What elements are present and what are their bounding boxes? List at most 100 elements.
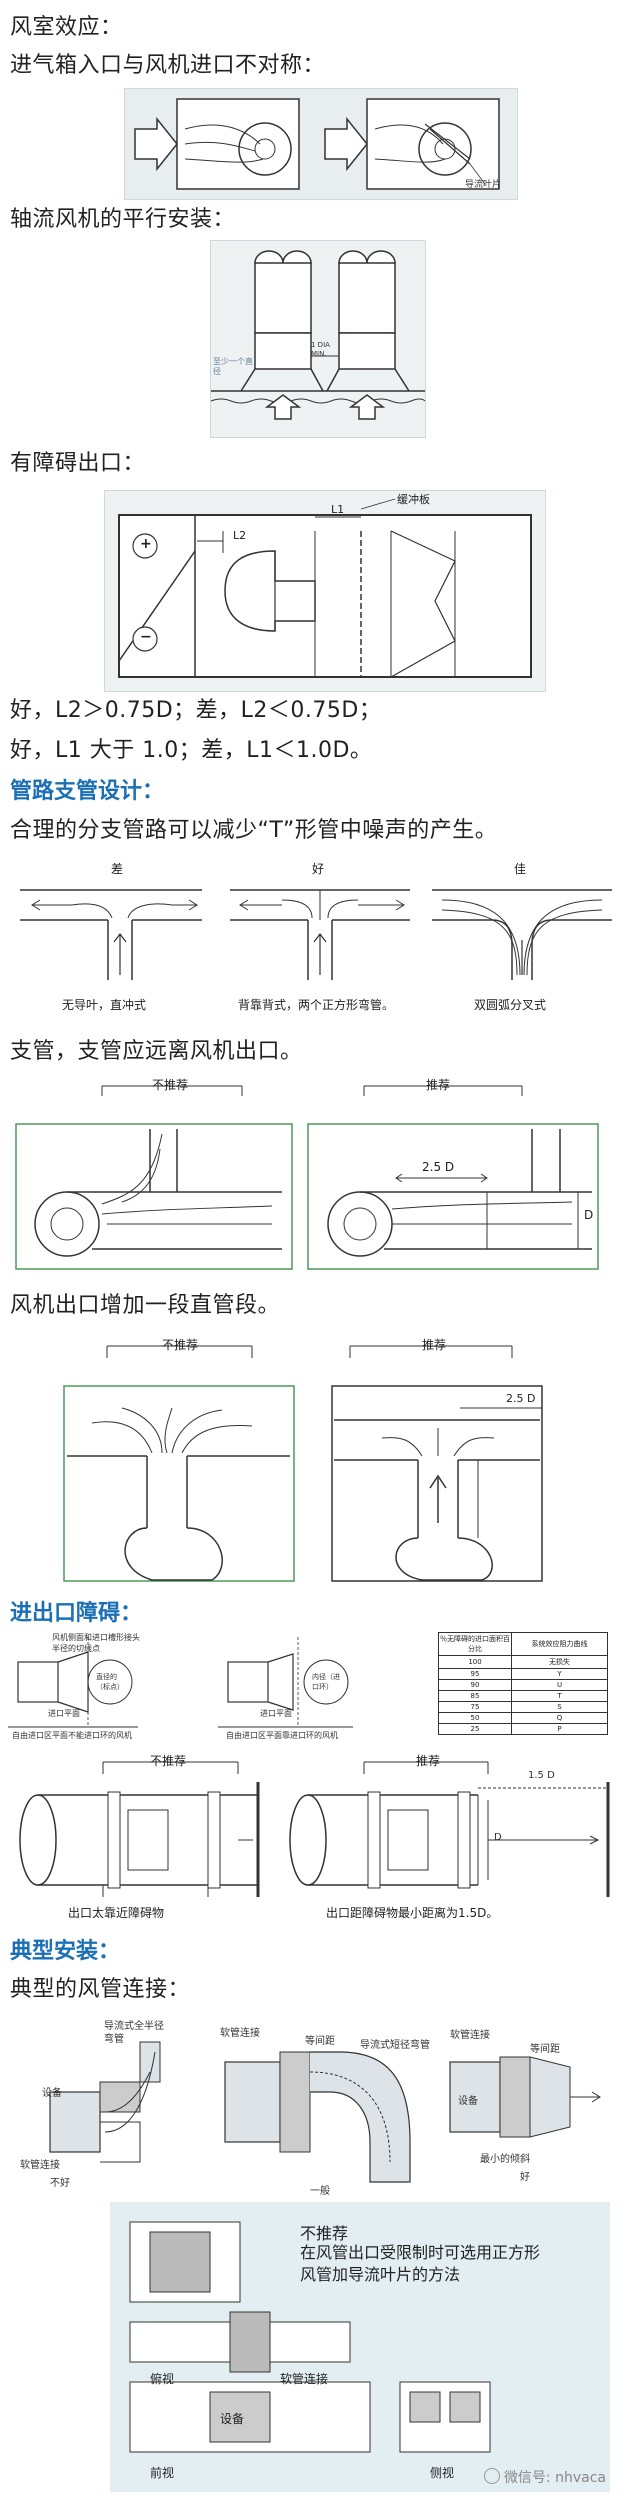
bad-label-typical: 不好: [50, 2178, 70, 2189]
axial-bad-label: 不推荐: [150, 1754, 187, 1768]
bottom-title-2: 在风管出口受限制时可选用正方形风管加导流叶片的方法: [300, 2243, 541, 2284]
typical-duct-text: 典型的风管连接：: [10, 1977, 191, 2002]
table-cell-curve: P: [511, 1723, 608, 1735]
soft-label-mid: 软管连接: [220, 2028, 260, 2039]
minus-sign: −: [140, 629, 152, 645]
l2-label: L2: [233, 529, 247, 542]
bottom-figure: 不推荐 在风管出口受限制时可选用正方形风管加导流叶片的方法 俯视 软管连接 设备…: [110, 2202, 610, 2492]
inlet-left-note: 风机侧面和进口槽形接头半径的切线点: [52, 1633, 140, 1653]
straight-drawing: [63, 1345, 543, 1582]
side-view-label: 侧视: [430, 2466, 455, 2480]
heading-fan-room: 风室效应：: [10, 15, 123, 40]
tee-caption-good: 背靠背式，两个正方形弯管。: [238, 998, 395, 1012]
branch-good-label: 推荐: [426, 1078, 451, 1092]
tee-title-best: 佳: [514, 862, 527, 876]
bottom-soft-label: 软管连接: [280, 2372, 329, 2386]
axial-obstacle-drawing: [19, 1761, 610, 1897]
straight-figure: 不推荐 推荐 2.5 D: [12, 1328, 612, 1588]
heading-axial-parallel: 轴流风机的平行安装：: [10, 207, 236, 232]
plus-sign: +: [140, 536, 152, 552]
table-cell-area: 90: [438, 1679, 512, 1691]
heading-branch-design: 管路支管设计：: [10, 779, 165, 804]
buffer-plate-label: 缓冲板: [397, 493, 430, 506]
axial-good-label: 推荐: [416, 1754, 441, 1768]
straight-bad-label: 不推荐: [162, 1338, 199, 1352]
axial-note: 至少一个直径: [213, 357, 253, 376]
inlet-mid-caption: 自由进口区平面靠进口环的风机: [226, 1731, 338, 1740]
soft-label-right: 软管连接: [450, 2030, 490, 2041]
axial-bad-caption: 出口太靠近障碍物: [68, 1906, 165, 1920]
table-cell-curve: S: [511, 1701, 608, 1713]
tee-drawing: [20, 889, 612, 980]
tee-caption-best: 双圆弧分叉式: [474, 998, 547, 1012]
table-cell-area: 50: [438, 1712, 512, 1724]
watermark: 微信号: nhvaca: [483, 2467, 606, 2487]
axial-dim: 1 DIA MIN.: [311, 341, 330, 358]
typical-drawing: [49, 2041, 601, 2183]
axial-obstacle-figure: 不推荐 推荐 1.5 D D 出口太靠近障碍物 出口距障碍物最小距离为1.5D。: [8, 1752, 618, 1922]
heading-typical-install: 典型安装：: [10, 1939, 121, 1964]
inlet-asym-figure: 导流叶片: [124, 88, 518, 200]
equip-label-left: 设备: [42, 2088, 62, 2099]
inlet-obstacle-figure: 风机侧面和进口槽形接头半径的切线点 直径的（标点） 进口平面 自由进口区平面不能…: [8, 1632, 618, 1742]
good-label-typical: 好: [520, 2172, 530, 2183]
heading-inlet-asym: 进气箱入口与风机进口不对称：: [10, 53, 326, 78]
guide-short-label: 导流式短径弯管: [360, 2040, 430, 2051]
axial-good-caption: 出口距障碍物最小距离为1.5D。: [326, 1906, 499, 1920]
bottom-equip-label: 设备: [220, 2412, 245, 2426]
inlet-left-caption: 自由进口区平面不能进口环的风机: [12, 1731, 132, 1740]
table-cell-area: 95: [438, 1668, 512, 1680]
tee-title-bad: 差: [111, 862, 124, 876]
watermark-text: 微信号: nhvaca: [503, 2470, 606, 2486]
typical-figure: 导流式全半径弯管 设备 软管连接 不好 软管连接 等间距 导流式短径弯管 一般 …: [10, 2012, 616, 2197]
guide-vane-label: 导流叶片: [465, 180, 502, 190]
inlet-mid-plane: 进口平面: [260, 1709, 292, 1718]
inlet-mid-circle: 内径（进口环）: [312, 1673, 340, 1691]
min-tilt-label: 最小的倾斜: [480, 2154, 530, 2165]
branch-far-figure: 不推荐 推荐 2.5 D D: [12, 1074, 612, 1274]
table-header-curve: 系统效应阻力曲线: [511, 1632, 608, 1656]
axial-d: D: [494, 1832, 502, 1843]
table-cell-curve: 无损失: [511, 1655, 608, 1669]
table-cell-curve: T: [511, 1690, 608, 1702]
bottom-drawing: [129, 2221, 491, 2453]
straight-good-label: 推荐: [422, 1338, 447, 1352]
tee-caption-bad: 无导叶，直冲式: [62, 998, 147, 1012]
wechat-icon: [483, 2468, 500, 2484]
straight-dim: 2.5 D: [506, 1392, 536, 1405]
heading-inlet-obstacle: 进出口障碍：: [10, 1601, 143, 1626]
general-label: 一般: [310, 2186, 330, 2197]
obstructed-outlet-drawing: [118, 498, 532, 678]
inlet-left-plane: 进口平面: [48, 1709, 80, 1718]
soft-label-left: 软管连接: [20, 2160, 60, 2171]
heading-obstructed-outlet: 有障碍出口：: [10, 451, 146, 476]
axial-dim: 1.5 D: [528, 1770, 555, 1781]
branch-dim: 2.5 D: [422, 1160, 455, 1174]
obstructed-outlet-figure: 缓冲板 L2 L1 + −: [104, 490, 546, 692]
table-header-area: ％无障碍的进口面积百分比: [438, 1632, 512, 1656]
rule-l2: 好，L2＞0.75D；差，L2＜0.75D；: [10, 698, 382, 723]
branch-d: D: [584, 1208, 594, 1222]
front-view-label: 前视: [150, 2466, 175, 2480]
table-cell-area: 100: [438, 1655, 512, 1669]
table-cell-area: 25: [438, 1723, 512, 1735]
l1-label: L1: [331, 503, 345, 516]
equal-label-right: 等间距: [530, 2044, 560, 2055]
top-view-label: 俯视: [150, 2372, 175, 2386]
tee-title-good: 好: [312, 862, 325, 876]
table-cell-curve: Y: [511, 1668, 608, 1680]
axial-parallel-figure: 至少一个直径 1 DIA MIN.: [210, 240, 426, 438]
axial-parallel-drawing: [210, 250, 426, 420]
rule-l1: 好，L1 大于 1.0；差，L1＜1.0D。: [10, 738, 373, 763]
table-cell-area: 85: [438, 1690, 512, 1702]
inlet-left-circle: 直径的（标点）: [96, 1673, 124, 1691]
table-cell-area: 75: [438, 1701, 512, 1713]
